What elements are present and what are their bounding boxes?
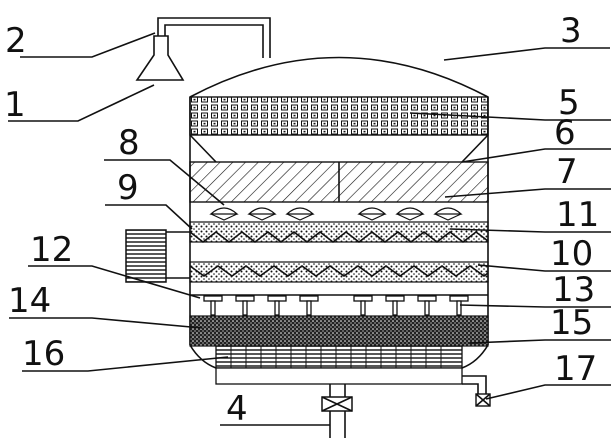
side-heat-exchanger: [125, 229, 190, 283]
callout-9: 9: [117, 168, 139, 208]
callout-15: 15: [550, 303, 593, 343]
callout-6: 6: [554, 113, 576, 153]
bottom-outlet-valve: [321, 384, 353, 438]
layer-dotted-lower: [189, 261, 489, 283]
pillar-row: [190, 294, 488, 316]
nozzle-row: [209, 207, 463, 221]
callout-8: 8: [118, 123, 140, 163]
callout-17: 17: [554, 349, 597, 389]
side-outlet-valve: [462, 375, 491, 407]
callout-10: 10: [550, 234, 593, 274]
leader-lines: [8, 32, 611, 426]
callout-7: 7: [556, 152, 578, 192]
vessel-bottom-curve: [189, 344, 217, 369]
callout-2: 2: [5, 21, 27, 61]
vessel-dome: [189, 56, 489, 98]
callout-16: 16: [22, 334, 65, 374]
collector-box: [215, 345, 463, 385]
callout-5: 5: [558, 83, 580, 123]
callout-3: 3: [560, 11, 582, 51]
callout-11: 11: [556, 195, 599, 235]
callout-12: 12: [30, 230, 73, 270]
callout-13: 13: [552, 270, 595, 310]
layer-top-media: [189, 96, 489, 136]
callout-4: 4: [226, 389, 248, 429]
exhaust-hood: [135, 35, 185, 81]
layer-dotted-upper: [189, 221, 489, 244]
funnel-guide: [189, 134, 489, 163]
exhaust-duct: [135, 17, 271, 81]
callout-14: 14: [8, 281, 51, 321]
callout-1: 1: [4, 85, 26, 125]
vessel: [189, 56, 489, 369]
callout-labels: 1 2 3 4 5 6 7 8 9 10 11 12 13 14 15 16 1…: [4, 11, 599, 429]
layer-dense-media: [189, 315, 489, 347]
